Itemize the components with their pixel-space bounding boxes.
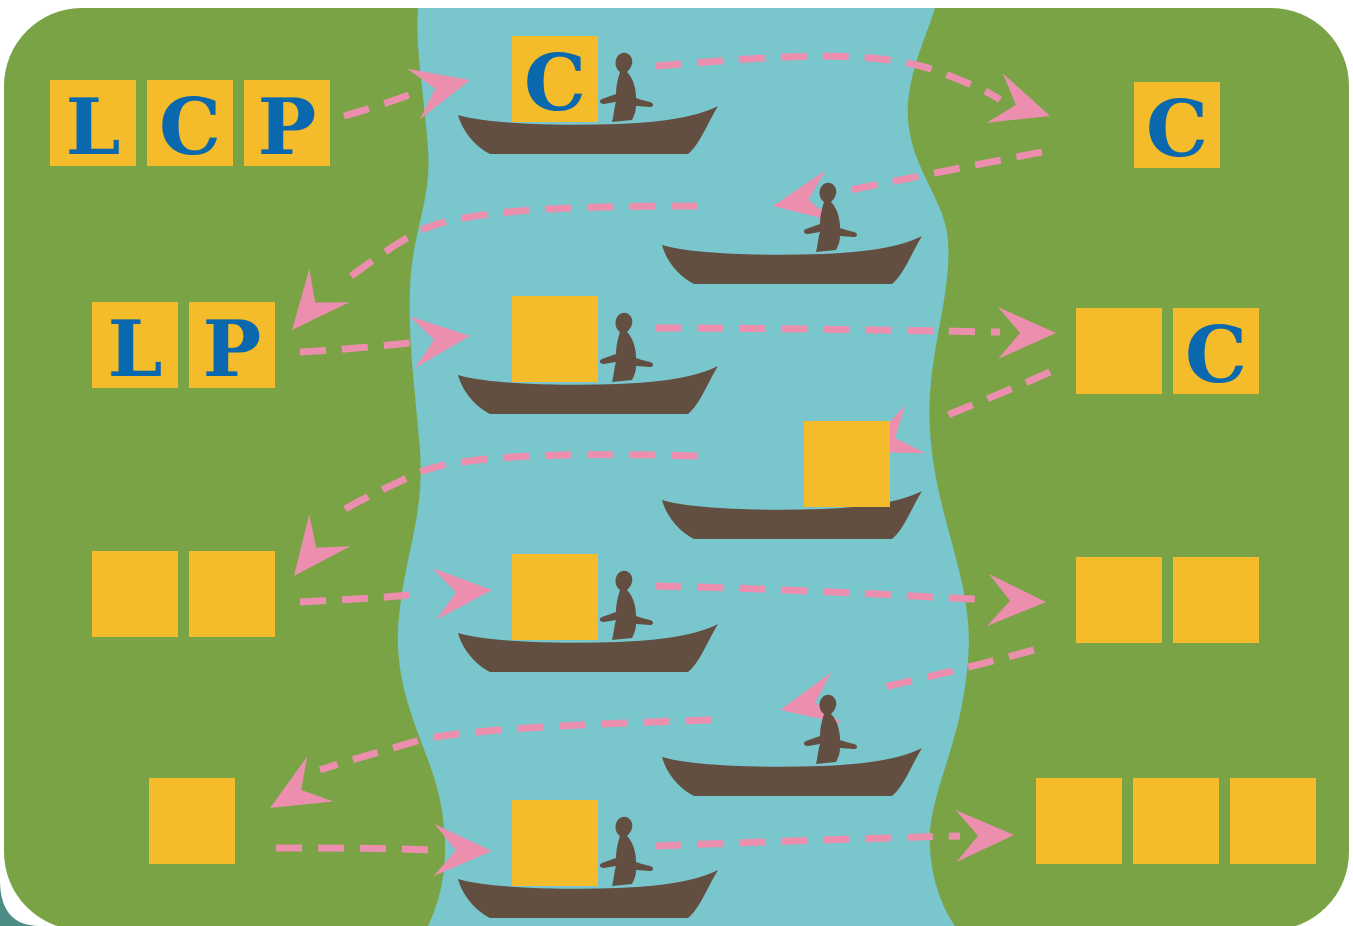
left-bank-crate [149,778,235,864]
left-bank-crate: C [147,80,233,173]
crate-label: P [258,82,317,173]
crate-icon [1076,557,1162,643]
crate-icon [1173,557,1259,643]
right-bank-crate: C [1173,308,1259,401]
right-bank-crate [1076,308,1162,394]
left-bank-crate: P [244,80,330,173]
crate-icon [1036,778,1122,864]
crate-icon [512,296,598,382]
left-bank-crate: L [50,80,136,173]
crate-icon [1230,778,1316,864]
crate-label: C [1146,84,1208,175]
boat-cargo [804,421,890,507]
left-bank-crate [92,551,178,637]
crate-icon [1076,308,1162,394]
right-bank-crate [1076,557,1162,643]
left-bank-crate [189,551,275,637]
crate-icon [804,421,890,507]
crate-label: L [108,304,163,395]
crate-icon [149,778,235,864]
left-bank-crate: L [92,302,178,395]
boat-cargo [512,296,598,382]
right-bank-crate [1133,778,1219,864]
crate-icon [189,551,275,637]
right-bank-crate [1230,778,1316,864]
right-bank-row-1: C [1134,82,1220,175]
boat-cargo: C [512,36,598,129]
crate-icon [92,551,178,637]
crate-icon [512,800,598,886]
crate-label: C [1185,310,1247,401]
crate-label: L [66,82,121,173]
boat-cargo [512,800,598,886]
left-bank-crate: P [189,302,275,395]
crate-label: C [159,82,221,173]
right-bank-crate [1173,557,1259,643]
left-bank-row-4 [149,778,235,864]
right-bank-row-4 [1036,778,1316,864]
crate-icon [512,554,598,640]
right-bank-crate: C [1134,82,1220,175]
right-bank-crate [1036,778,1122,864]
crate-icon [1133,778,1219,864]
crate-label: C [524,38,586,129]
boat-cargo [512,554,598,640]
crate-label: P [203,304,262,395]
